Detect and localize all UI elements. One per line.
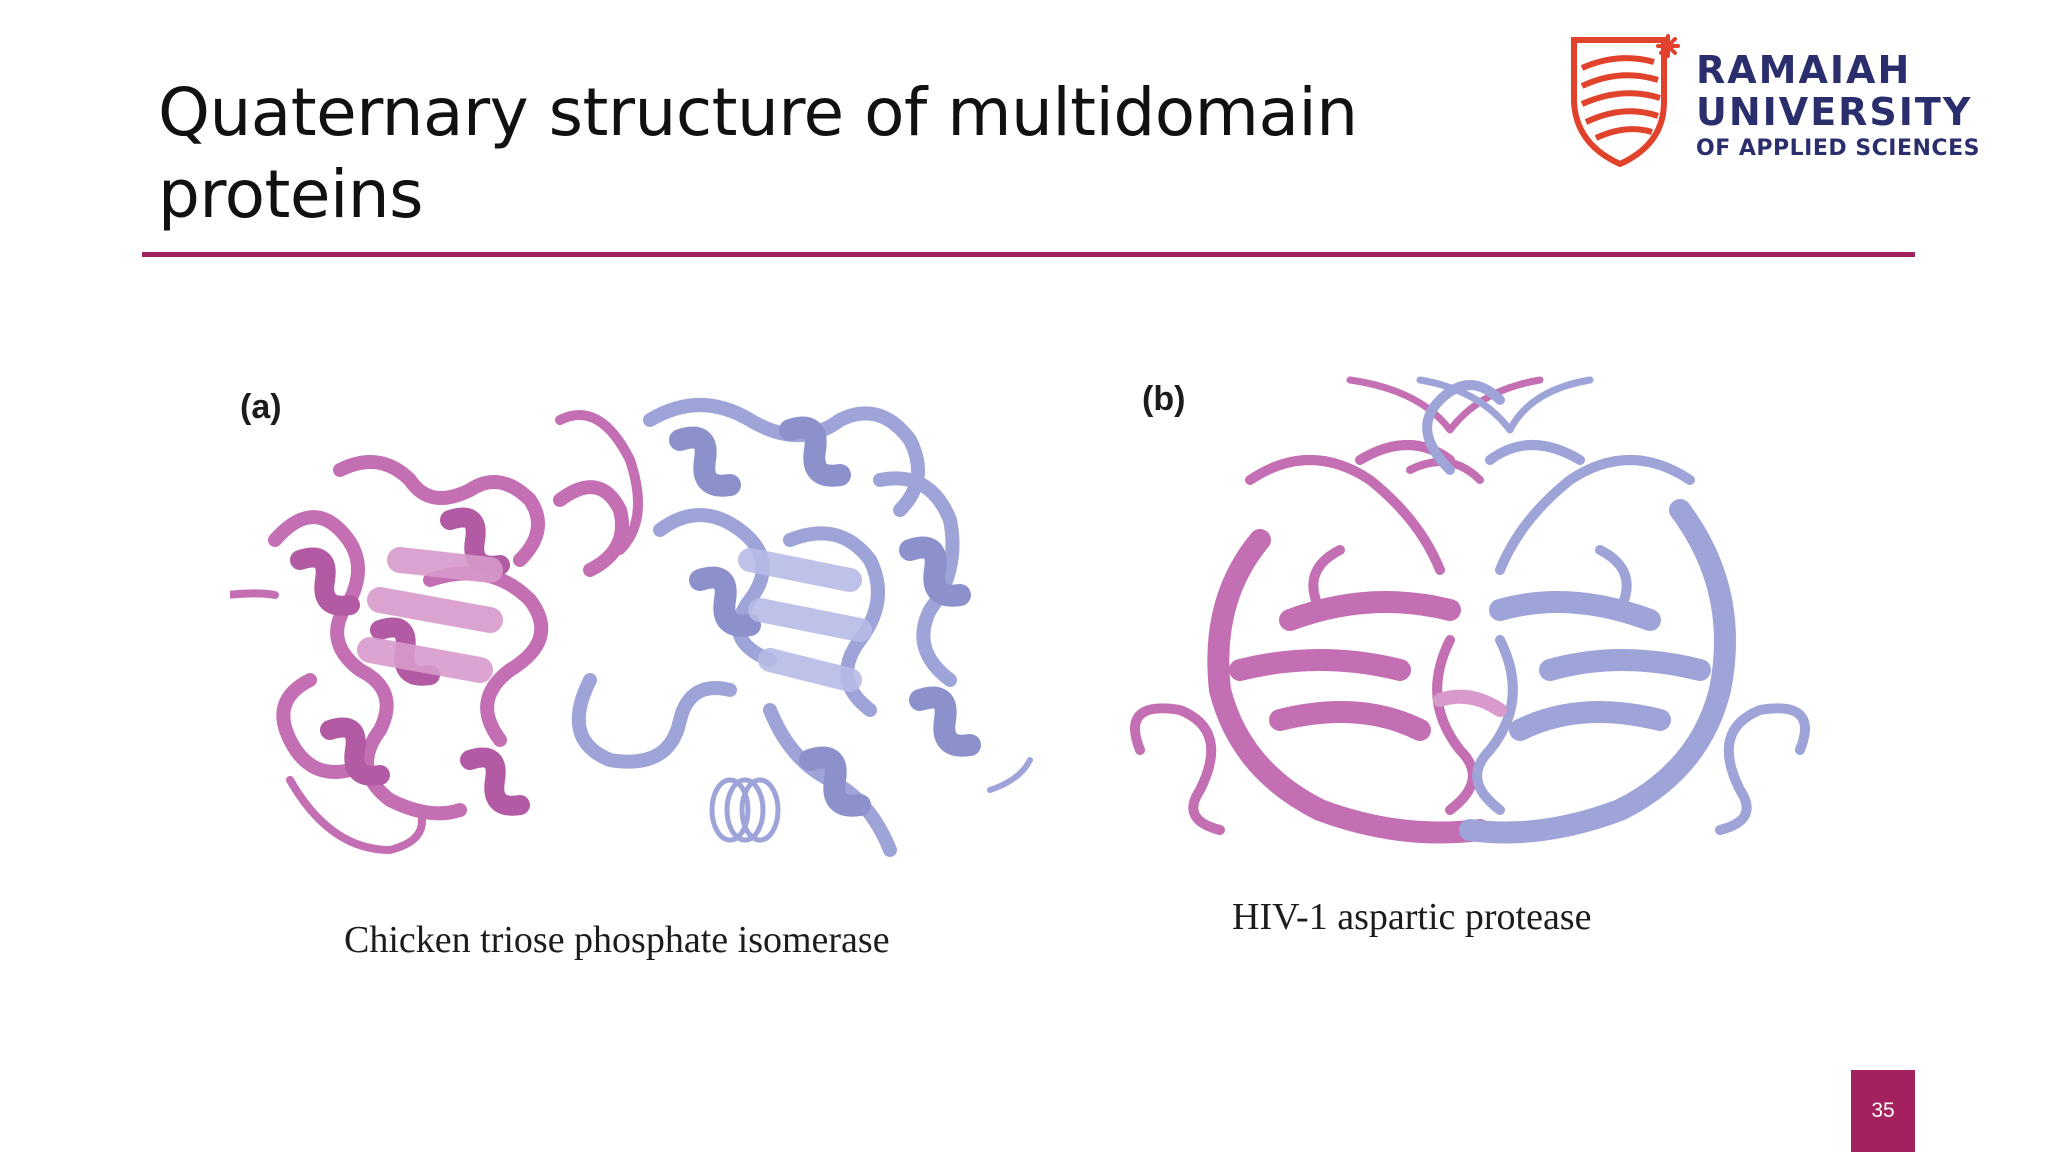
title-divider — [142, 252, 1915, 257]
figure-b-caption: HIV-1 aspartic protease — [1232, 896, 1592, 938]
logo-text-line3: OF APPLIED SCIENCES — [1696, 136, 1980, 161]
logo-text-line1: RAMAIAH — [1696, 48, 1912, 92]
figure-a: (a) — [230, 380, 1050, 980]
logo-text-line2: UNIVERSITY — [1696, 90, 1973, 134]
figure-a-caption: Chicken triose phosphate isomerase — [344, 919, 890, 961]
figure-b: (b) — [1120, 370, 1820, 970]
hiv-protease-ribbon-image — [1130, 376, 1810, 844]
slide-title: Quaternary structure of multidomain prot… — [158, 74, 1358, 233]
triose-phosphate-isomerase-ribbon-image — [230, 398, 1033, 857]
figure-a-label: (a) — [240, 388, 282, 426]
figure-b-label: (b) — [1142, 380, 1186, 418]
slide-number-badge: 35 — [1851, 1070, 1915, 1152]
university-logo: RAMAIAH UNIVERSITY OF APPLIED SCIENCES — [1568, 30, 2008, 170]
shield-emblem-icon — [1571, 34, 1680, 168]
